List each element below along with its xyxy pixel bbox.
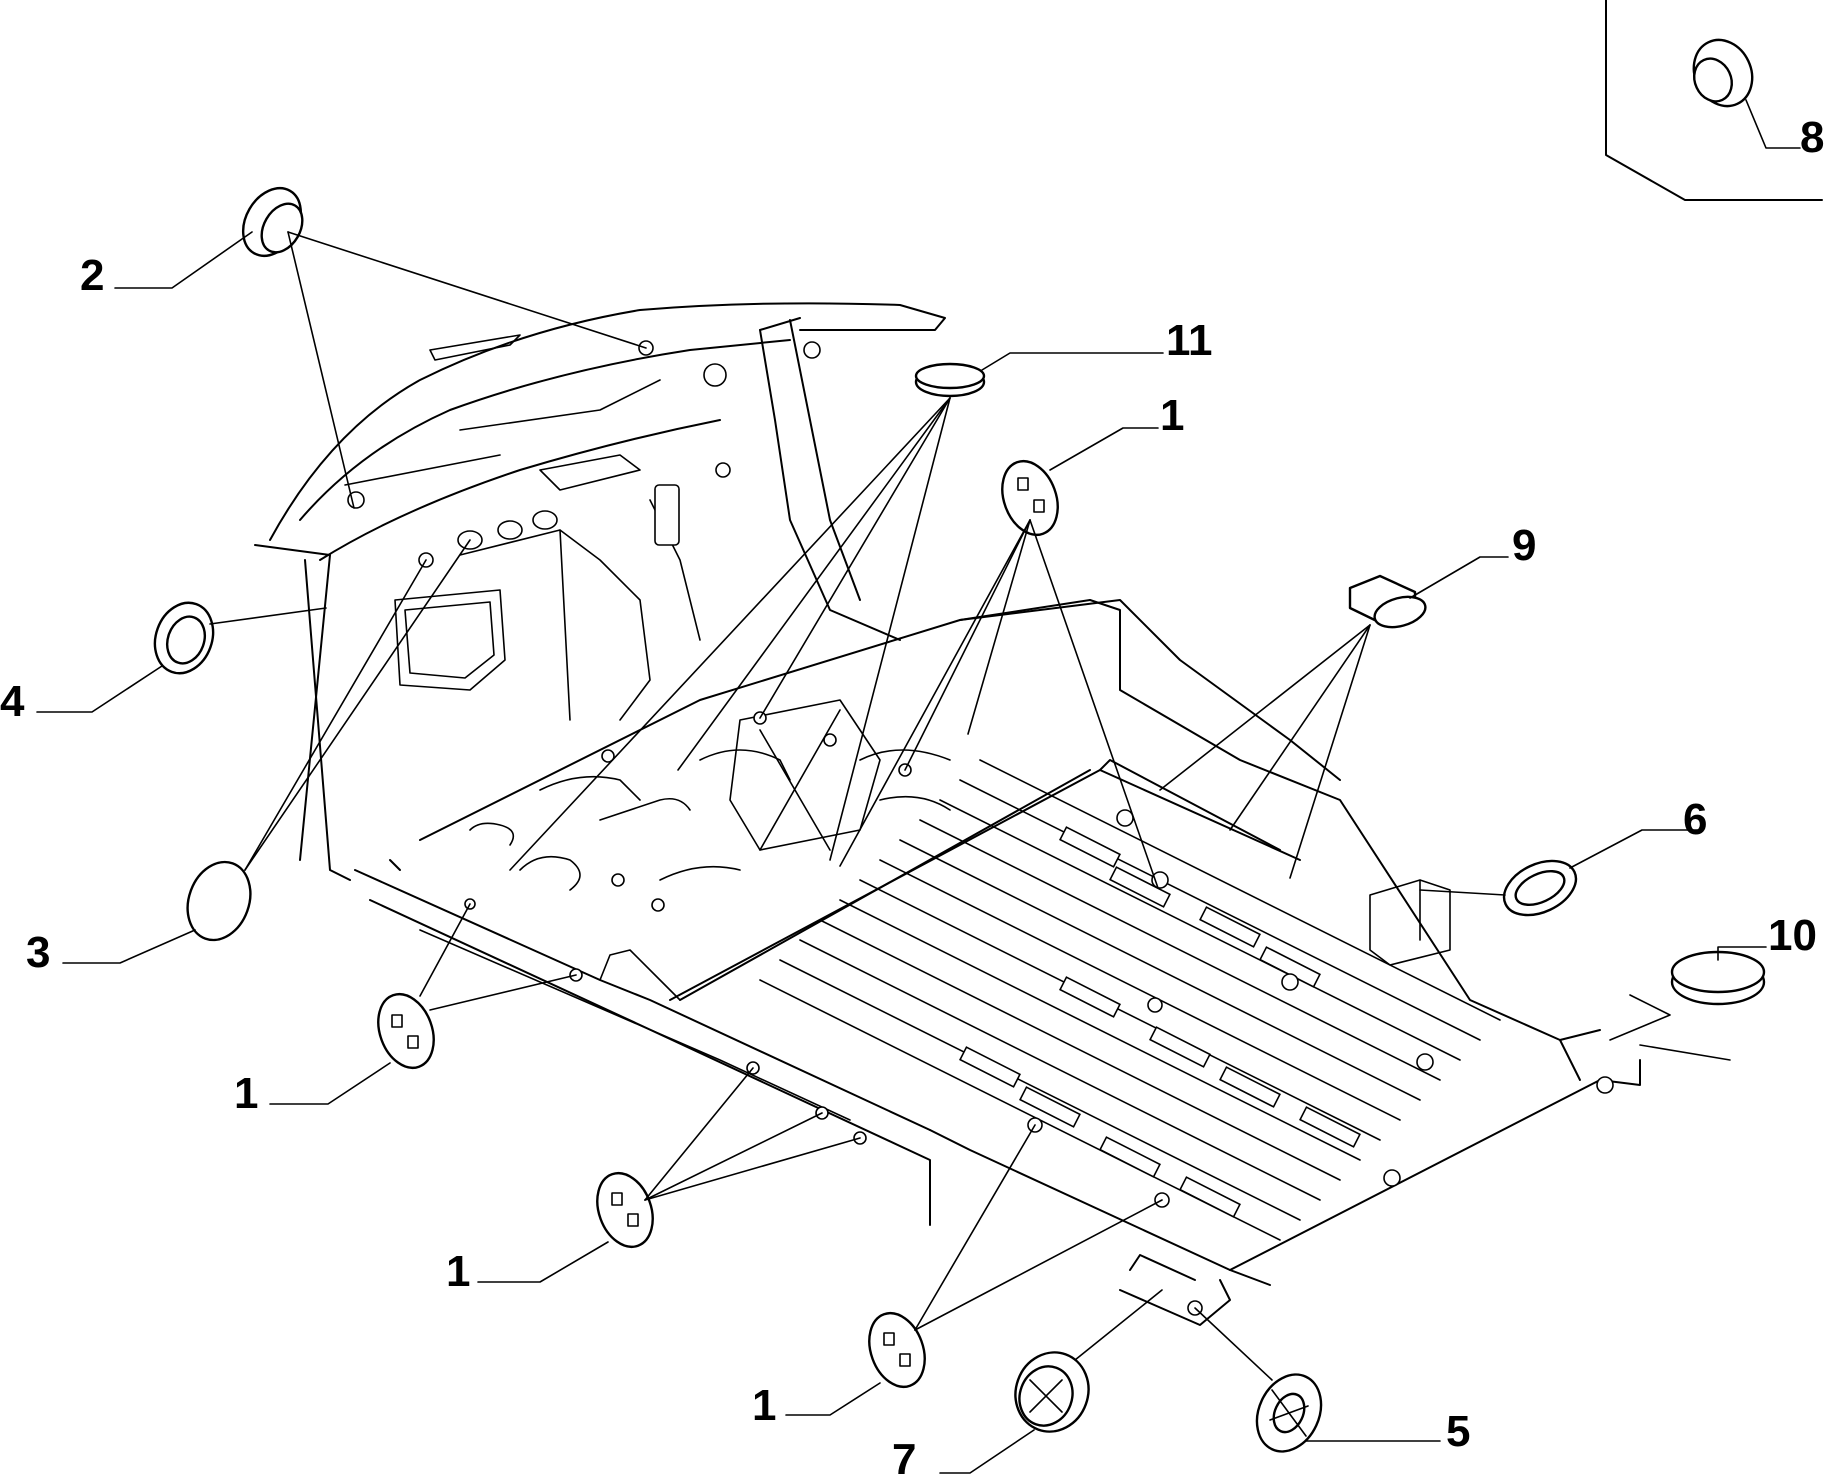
clip-part-1-top [1001, 460, 1059, 536]
callout-1-bottom: 1 [752, 1381, 776, 1430]
callout-4: 4 [0, 677, 25, 726]
plug-part-2 [241, 187, 304, 257]
leader-lines [36, 99, 1801, 1474]
grommet-part-5 [1255, 1373, 1323, 1453]
clip-part-1-bottom [868, 1312, 926, 1388]
callout-8: 8 [1800, 113, 1824, 162]
callout-labels: 2 11 1 9 4 3 6 10 1 1 1 7 5 8 [0, 113, 1824, 1474]
grommet-part-9 [1348, 574, 1427, 629]
cover-disc-part-11 [914, 362, 986, 398]
callout-7: 7 [892, 1435, 916, 1474]
callout-11: 11 [1166, 316, 1213, 365]
callout-1-top: 1 [1160, 391, 1184, 440]
cross-plug-part-7 [1014, 1351, 1090, 1433]
callout-9: 9 [1512, 521, 1536, 570]
clip-part-1-left [377, 993, 435, 1069]
cap-part-3 [186, 860, 252, 942]
callout-3: 3 [26, 928, 50, 977]
inset-part-8 [1605, 0, 1823, 201]
plug-part-10 [1670, 950, 1766, 1006]
callout-5: 5 [1446, 1407, 1470, 1456]
callout-1-mid: 1 [446, 1247, 470, 1296]
callout-6: 6 [1683, 795, 1707, 844]
grommet-part-4 [153, 601, 215, 675]
callout-10: 10 [1768, 911, 1817, 960]
floor-pan-body [254, 302, 1731, 1326]
clip-part-1-mid [596, 1172, 654, 1248]
oval-grommet-part-6 [1502, 859, 1578, 917]
callout-1-left: 1 [234, 1069, 258, 1118]
callout-2: 2 [80, 251, 104, 300]
